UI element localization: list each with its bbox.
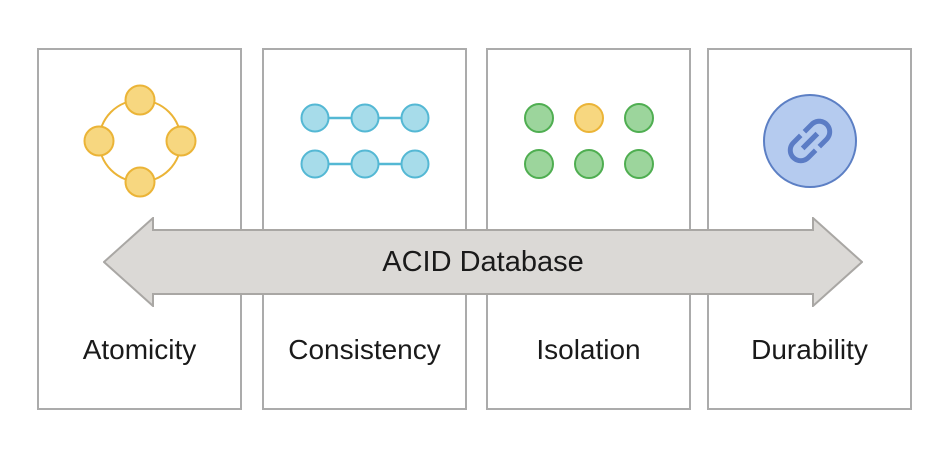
dot-grid-icon xyxy=(524,103,654,179)
arrow-title: ACID Database xyxy=(382,245,584,278)
double-arrow xyxy=(103,217,863,307)
label-durability: Durability xyxy=(751,334,868,365)
label-isolation: Isolation xyxy=(536,334,641,365)
atom-cycle-icon xyxy=(83,84,197,198)
label-atomicity: Atomicity xyxy=(82,334,197,365)
chain-link-icon xyxy=(763,94,857,188)
label-consistency: Consistency xyxy=(288,334,441,365)
linked-nodes-icon xyxy=(300,103,430,179)
